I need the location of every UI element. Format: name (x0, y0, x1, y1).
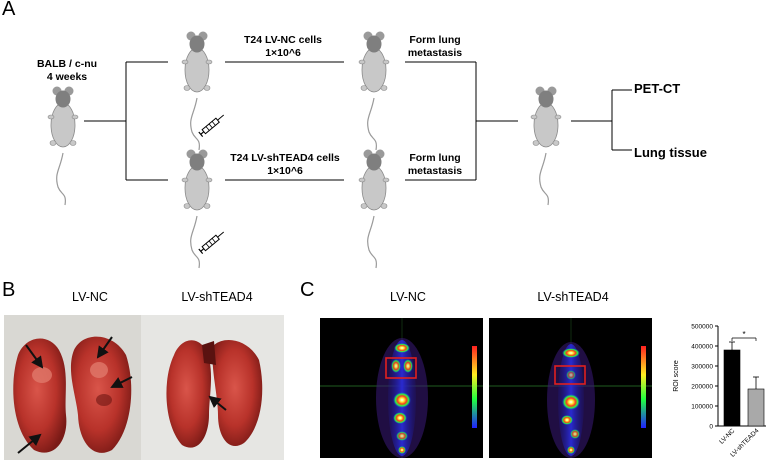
pet-lv-nc (320, 318, 483, 458)
source-mouse-line2: 4 weeks (46, 71, 88, 83)
outcome-pet-ct: PET-CT (634, 81, 681, 96)
imaging-mouse-icon (530, 85, 562, 206)
panel-b-label-lv-shtead4: LV-shTEAD4 (181, 290, 253, 304)
top-result-line1: Form lung (409, 34, 461, 46)
lung-lv-nc (13, 336, 133, 454)
roi-box-lv-shtead4 (554, 365, 586, 385)
bottom-injection-line2: 1×10^6 (267, 165, 303, 177)
lung-lv-shtead4 (166, 340, 263, 448)
y-tick-label: 0 (709, 424, 713, 431)
y-axis-title: ROI score (673, 360, 680, 392)
bottom-result-line1: Form lung (409, 152, 461, 164)
arrow-icon (110, 376, 133, 388)
arrow-icon (96, 336, 113, 359)
bottom-injection-label: T24 LV-shTEAD4 cells 1×10^6 (215, 152, 355, 178)
source-mouse-icon (47, 85, 79, 206)
bottom-result-line2: metastasis (407, 165, 463, 177)
source-mouse-line1: BALB / c-nu (36, 58, 98, 70)
panel-a-letter: A (2, 0, 16, 20)
arrow-icon (25, 344, 44, 369)
top-result-label: Form lung metastasis (400, 34, 470, 60)
metastasis-mouse-top-icon (358, 30, 390, 151)
pet-lv-shtead4 (489, 318, 652, 458)
y-tick-label: 100000 (691, 404, 713, 411)
panel-c-letter: C (300, 279, 315, 301)
arrow-icon (208, 395, 227, 411)
syringe-bottom-icon (198, 229, 227, 255)
outcome-lung-tissue: Lung tissue (634, 145, 707, 160)
bar-lv-shtead4 (747, 388, 765, 427)
x-tick-label: LV-NC (718, 427, 736, 445)
y-tick-label: 200000 (691, 384, 713, 391)
bottom-injection-line1: T24 LV-shTEAD4 cells (230, 152, 340, 164)
panel-b-label-lv-nc: LV-NC (72, 290, 108, 304)
panel-c-label-lv-nc: LV-NC (390, 290, 426, 304)
top-injection-line2: 1×10^6 (265, 47, 301, 59)
metastasis-mouse-bottom-icon (358, 148, 390, 269)
lung-photos (4, 315, 284, 460)
injected-mouse-bottom-icon (181, 148, 213, 269)
panel-c-label-lv-shtead4: LV-shTEAD4 (537, 290, 609, 304)
y-tick-label: 400000 (691, 344, 713, 351)
panel-b-letter: B (2, 279, 16, 301)
color-scale-lv-shtead4 (641, 346, 646, 428)
photo-lv-shtead4-background (141, 315, 284, 460)
syringe-top-icon (198, 112, 227, 138)
arrow-icon (17, 433, 42, 454)
source-mouse-label: BALB / c-nu 4 weeks (22, 58, 112, 84)
bottom-result-label: Form lung metastasis (400, 152, 470, 178)
y-tick-label: 500000 (691, 324, 713, 331)
roi-box-lv-nc (385, 357, 417, 379)
y-tick-label: 300000 (691, 364, 713, 371)
pet-ct-images (320, 318, 652, 458)
bar-lv-nc (723, 349, 741, 427)
significance-marker: * (742, 330, 745, 339)
color-scale-lv-nc (472, 346, 477, 428)
top-injection-label: T24 LV-NC cells 1×10^6 (218, 34, 348, 60)
top-result-line2: metastasis (407, 47, 463, 59)
top-injection-line1: T24 LV-NC cells (243, 34, 322, 46)
flow-lines (84, 61, 632, 181)
